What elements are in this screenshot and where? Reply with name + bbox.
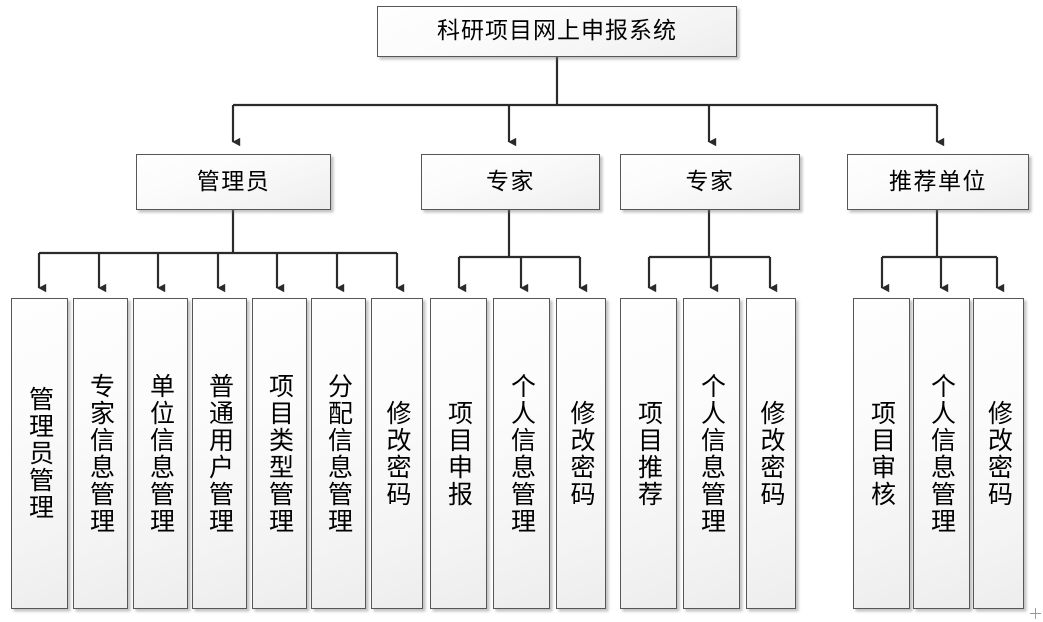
leaf-node-label: 项目审核	[867, 399, 897, 508]
role-node-label: 专家	[486, 168, 535, 195]
root-node-system-title[interactable]: 科研项目网上申报系统	[377, 6, 737, 57]
leaf-node-label: 专家信息管理	[86, 372, 116, 535]
leaf-node-label: 分配信息管理	[324, 372, 354, 535]
role-node-expert-declare[interactable]: 专家	[421, 154, 600, 210]
role-node-label: 推荐单位	[889, 168, 987, 195]
leaf-node-label: 修改密码	[757, 399, 786, 508]
leaf-node-project-recommendation[interactable]: 项目推荐	[620, 298, 677, 609]
leaf-node-unit-info-management[interactable]: 单位信息管理	[133, 298, 188, 609]
leaf-node-personal-info-management-unit[interactable]: 个人信息管理	[913, 298, 970, 609]
leaf-node-expert-info-management[interactable]: 专家信息管理	[73, 298, 128, 609]
leaf-node-change-password-admin[interactable]: 修改密码	[371, 298, 423, 609]
role-node-label: 管理员	[196, 168, 271, 195]
crosshair-mark-icon	[1030, 608, 1041, 619]
leaf-node-personal-info-management-expert2[interactable]: 个人信息管理	[683, 298, 740, 609]
role-node-label: 专家	[685, 168, 735, 195]
leaf-node-label: 项目类型管理	[265, 372, 295, 535]
leaf-node-project-review[interactable]: 项目审核	[853, 298, 910, 609]
leaf-node-label: 个人信息管理	[927, 372, 957, 535]
leaf-node-change-password-unit[interactable]: 修改密码	[973, 298, 1024, 609]
leaf-node-change-password-expert1[interactable]: 修改密码	[556, 298, 606, 609]
leaf-node-assignment-info-management[interactable]: 分配信息管理	[311, 298, 366, 609]
leaf-node-label: 单位信息管理	[146, 372, 176, 535]
leaf-node-label: 管理员管理	[25, 386, 55, 521]
root-node-label: 科研项目网上申报系统	[437, 18, 677, 45]
leaf-node-personal-info-management-expert1[interactable]: 个人信息管理	[493, 298, 550, 609]
leaf-node-label: 个人信息管理	[697, 372, 727, 535]
leaf-node-label: 修改密码	[984, 399, 1014, 508]
leaf-node-change-password-expert2[interactable]: 修改密码	[746, 298, 796, 609]
leaf-node-project-declaration[interactable]: 项目申报	[430, 298, 487, 609]
leaf-node-label: 个人信息管理	[507, 372, 537, 535]
role-node-expert-recommend[interactable]: 专家	[620, 154, 800, 210]
leaf-node-label: 修改密码	[567, 399, 596, 508]
role-node-administrator[interactable]: 管理员	[136, 154, 331, 210]
leaf-node-label: 项目申报	[444, 399, 474, 508]
leaf-node-project-type-management[interactable]: 项目类型管理	[252, 298, 307, 609]
leaf-node-label: 修改密码	[383, 399, 412, 508]
leaf-node-admin-management[interactable]: 管理员管理	[11, 298, 68, 609]
leaf-node-normal-user-management[interactable]: 普通用户管理	[192, 298, 247, 609]
role-node-recommending-unit[interactable]: 推荐单位	[847, 154, 1029, 210]
leaf-node-label: 项目推荐	[634, 399, 664, 508]
leaf-node-label: 普通用户管理	[205, 372, 235, 535]
